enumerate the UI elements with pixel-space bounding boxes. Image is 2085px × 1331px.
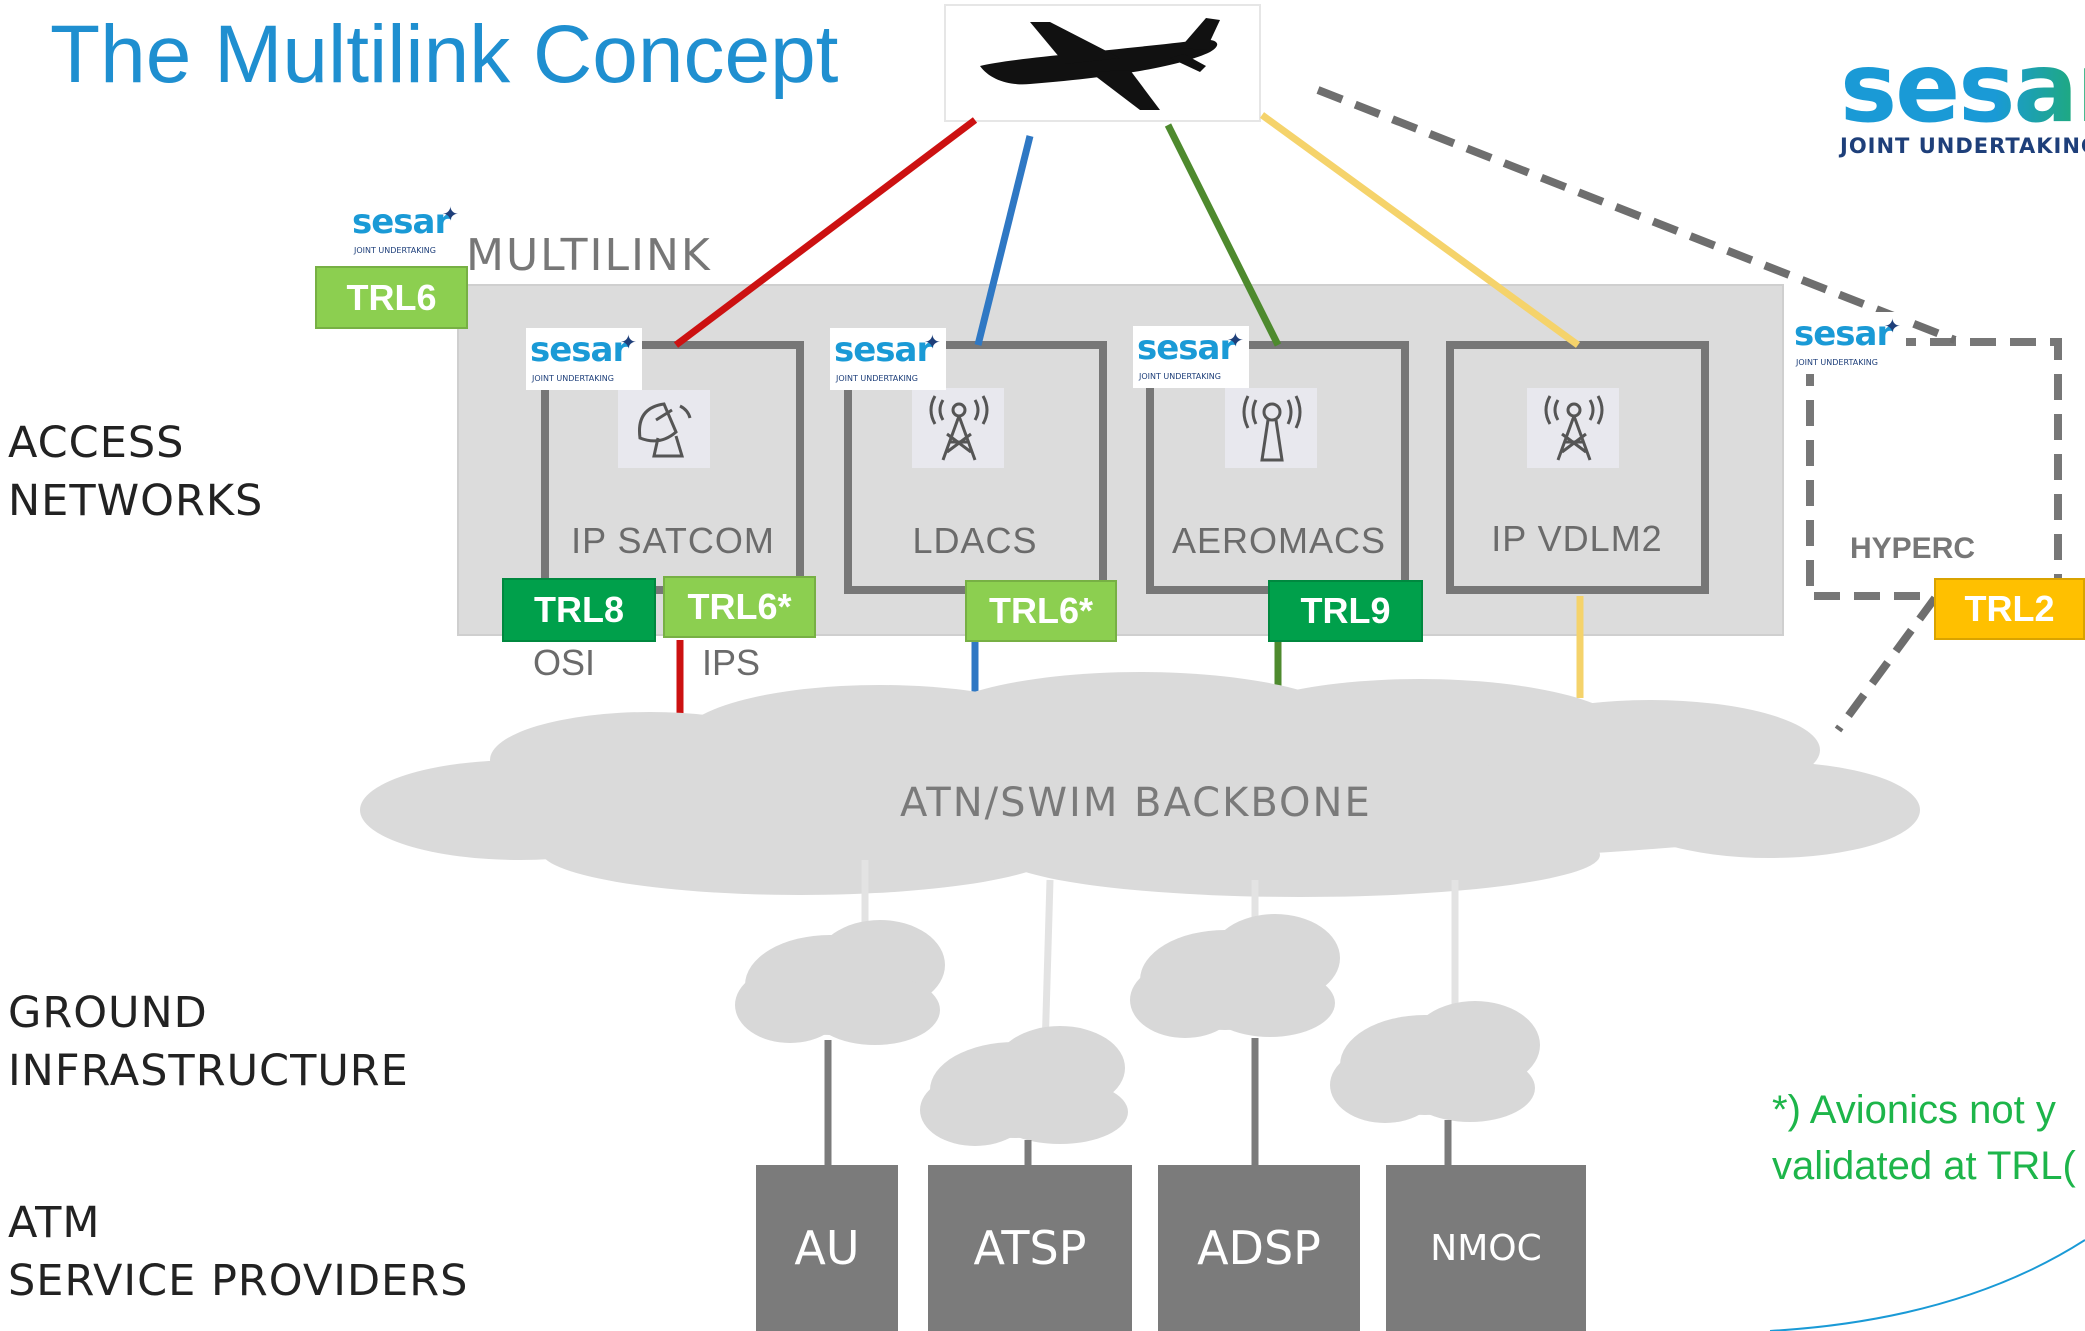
service-provider-au: AU [756, 1165, 898, 1331]
ground-cloud-2 [920, 1026, 1128, 1146]
decorative-arc [1769, 1239, 2085, 1331]
link-hyperc-air [1316, 86, 1957, 344]
trl-badge-satcom-ips: TRL6* [663, 576, 816, 638]
service-provider-nmoc: NMOC [1386, 1165, 1586, 1331]
network-label-ip-satcom: IP SATCOM [571, 520, 775, 561]
multilink-label: MULTILINK [466, 230, 712, 281]
sesar-logo-word: sesar [1840, 40, 2085, 136]
link-ip-satcom-air [673, 117, 978, 348]
ground-cloud-4 [1330, 1001, 1540, 1123]
ground-cloud-1 [735, 920, 945, 1045]
trl-badge-aeromacs: TRL9 [1268, 580, 1423, 642]
network-label-ldacs: LDACS [912, 520, 1038, 561]
backbone-cloud [360, 672, 1920, 897]
sesar-logo-small-satcom: sesar✦JOINT UNDERTAKING [526, 328, 642, 390]
service-provider-atsp: ATSP [928, 1165, 1132, 1331]
sublabel-ips: IPS [702, 642, 761, 683]
backbone-label: ATN/SWIM BACKBONE [900, 780, 1372, 826]
ground-cloud-3 [1130, 914, 1340, 1038]
link-hyperc-ground [1834, 595, 1939, 733]
sesar-logo-small-aeromacs: sesar✦JOINT UNDERTAKING [1133, 326, 1249, 388]
sesar-logo-subtitle: JOINT UNDERTAKING [1840, 134, 2085, 158]
network-label-ip-vdlm2: IP VDLM2 [1491, 518, 1663, 559]
sublabel-osi: OSI [533, 642, 596, 683]
link-aeromacs-air [1164, 123, 1282, 347]
satellite-dish-icon [638, 402, 692, 458]
aircraft-icon [980, 18, 1220, 110]
service-provider-adsp: ADSP [1158, 1165, 1360, 1331]
trl-badge-satcom-osi: TRL8 [502, 578, 656, 642]
radio-mast-icon [1242, 395, 1302, 462]
sesar-logo: sesar JOINT UNDERTAKING [1840, 40, 2085, 158]
sesar-logo-small-hyperc: sesar✦JOINT UNDERTAKING [1790, 312, 1906, 374]
sesar-logo-small-ldacs: sesar✦JOINT UNDERTAKING [830, 328, 946, 390]
trl-badge-multilink: TRL6 [315, 266, 468, 329]
network-label-aeromacs: AEROMACS [1171, 520, 1387, 561]
link-ip-vdlm2-air [1259, 112, 1581, 348]
network-label-hyperc: HYPERC [1850, 532, 1976, 565]
page-title: The Multilink Concept [50, 9, 839, 100]
trl-badge-ldacs: TRL6* [965, 580, 1117, 642]
link-ldacs-air [974, 135, 1034, 346]
sesar-logo-small-multilink: sesar✦JOINT UNDERTAKING [348, 200, 464, 262]
antenna-tower-icon [929, 395, 989, 461]
antenna-tower-icon [1544, 395, 1604, 461]
trl-badge-hyperc: TRL2 [1934, 578, 2085, 640]
